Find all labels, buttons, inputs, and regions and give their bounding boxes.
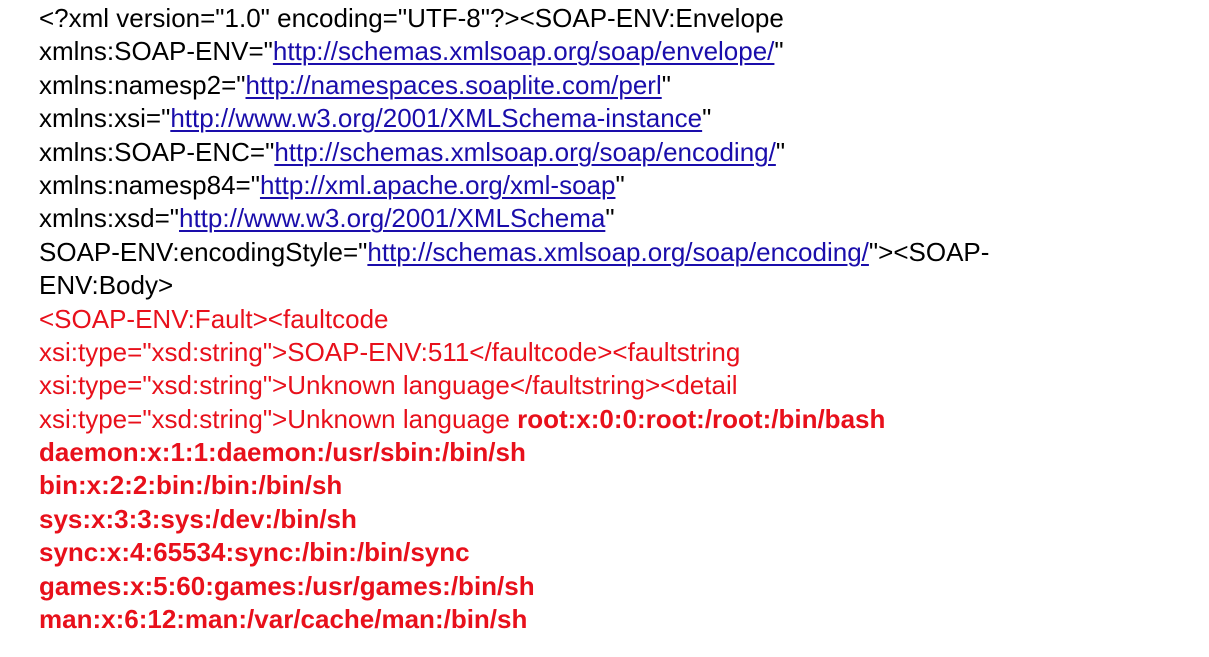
fault-text: xsi:type="xsd:string">SOAP-ENV:511</faul… (39, 336, 741, 367)
namespace-link[interactable]: http://xml.apache.org/xml-soap (259, 169, 616, 200)
xml-text: "><SOAP- (868, 236, 990, 267)
xml-text: SOAP-ENV:encodingStyle=" (39, 236, 368, 267)
document-line: xmlns:namesp2="http://namespaces.soaplit… (39, 69, 1199, 102)
xml-text: " (615, 169, 625, 200)
xml-text: xmlns:xsd=" (39, 203, 179, 234)
leaked-passwd-entry: sync:x:4:65534:sync:/bin:/bin/sync (39, 537, 470, 568)
document-line: games:x:5:60:games:/usr/games:/bin/sh (39, 570, 1199, 603)
document-line: bin:x:2:2:bin:/bin:/bin/sh (39, 469, 1199, 502)
document-line: xmlns:xsi="http://www.w3.org/2001/XMLSch… (39, 102, 1199, 135)
leaked-passwd-entry: root:x:0:0:root:/root:/bin/bash (517, 403, 886, 434)
leaked-passwd-entry: sys:x:3:3:sys:/dev:/bin/sh (39, 503, 357, 534)
document-line: daemon:x:1:1:daemon:/usr/sbin:/bin/sh (39, 436, 1199, 469)
leaked-passwd-entry: games:x:5:60:games:/usr/games:/bin/sh (39, 570, 535, 601)
fault-text: <SOAP-ENV:Fault><faultcode (39, 303, 389, 334)
document-line: man:x:6:12:man:/var/cache/man:/bin/sh (39, 603, 1199, 636)
xml-text: ENV:Body> (39, 270, 174, 301)
xml-text: xmlns:SOAP-ENV=" (39, 36, 273, 67)
xml-text: " (702, 103, 712, 134)
xml-text: <?xml version="1.0" encoding="UTF-8"?><S… (39, 3, 784, 33)
fault-text: xsi:type="xsd:string">Unknown language (39, 403, 518, 434)
document-line: xsi:type="xsd:string">SOAP-ENV:511</faul… (39, 336, 1199, 369)
xml-text: " (775, 136, 786, 167)
leaked-passwd-entry: bin:x:2:2:bin:/bin:/bin/sh (39, 470, 343, 501)
document-line: sync:x:4:65534:sync:/bin:/bin/sync (39, 536, 1199, 569)
leaked-passwd-entry: daemon:x:1:1:daemon:/usr/sbin:/bin/sh (39, 437, 526, 468)
fault-text: xsi:type="xsd:string">Unknown language</… (39, 370, 738, 401)
soap-response-document: <?xml version="1.0" encoding="UTF-8"?><S… (39, 2, 1199, 636)
leaked-passwd-entry: man:x:6:12:man:/var/cache/man:/bin/sh (39, 604, 528, 635)
document-line: <SOAP-ENV:Fault><faultcode (39, 303, 1199, 336)
xml-text: " (661, 69, 671, 100)
document-line: sys:x:3:3:sys:/dev:/bin/sh (39, 503, 1199, 536)
namespace-link[interactable]: http://www.w3.org/2001/XMLSchema-instanc… (170, 103, 703, 134)
document-line: <?xml version="1.0" encoding="UTF-8"?><S… (39, 2, 1199, 35)
xml-text: xmlns:xsi=" (39, 103, 171, 134)
namespace-link[interactable]: http://schemas.xmlsoap.org/soap/encoding… (274, 136, 776, 167)
document-line: ENV:Body> (39, 269, 1199, 302)
document-line: xsi:type="xsd:string">Unknown language</… (39, 369, 1199, 402)
document-line: xmlns:namesp84="http://xml.apache.org/xm… (39, 169, 1199, 202)
xml-text: xmlns:namesp84=" (39, 169, 260, 200)
xml-text: xmlns:namesp2=" (39, 69, 246, 100)
xml-text: " (774, 36, 784, 67)
document-line: xmlns:xsd="http://www.w3.org/2001/XMLSch… (39, 202, 1199, 235)
namespace-link[interactable]: http://schemas.xmlsoap.org/soap/encoding… (367, 236, 869, 267)
xml-text: " (605, 203, 615, 234)
xml-text: xmlns:SOAP-ENC=" (39, 136, 275, 167)
document-line: xmlns:SOAP-ENC="http://schemas.xmlsoap.o… (39, 136, 1199, 169)
document-line: SOAP-ENV:encodingStyle="http://schemas.x… (39, 236, 1199, 269)
document-line: xsi:type="xsd:string">Unknown language r… (39, 403, 1199, 436)
namespace-link[interactable]: http://schemas.xmlsoap.org/soap/envelope… (272, 36, 775, 67)
namespace-link[interactable]: http://namespaces.soaplite.com/perl (245, 69, 662, 100)
namespace-link[interactable]: http://www.w3.org/2001/XMLSchema (179, 203, 606, 234)
document-line: xmlns:SOAP-ENV="http://schemas.xmlsoap.o… (39, 35, 1199, 68)
